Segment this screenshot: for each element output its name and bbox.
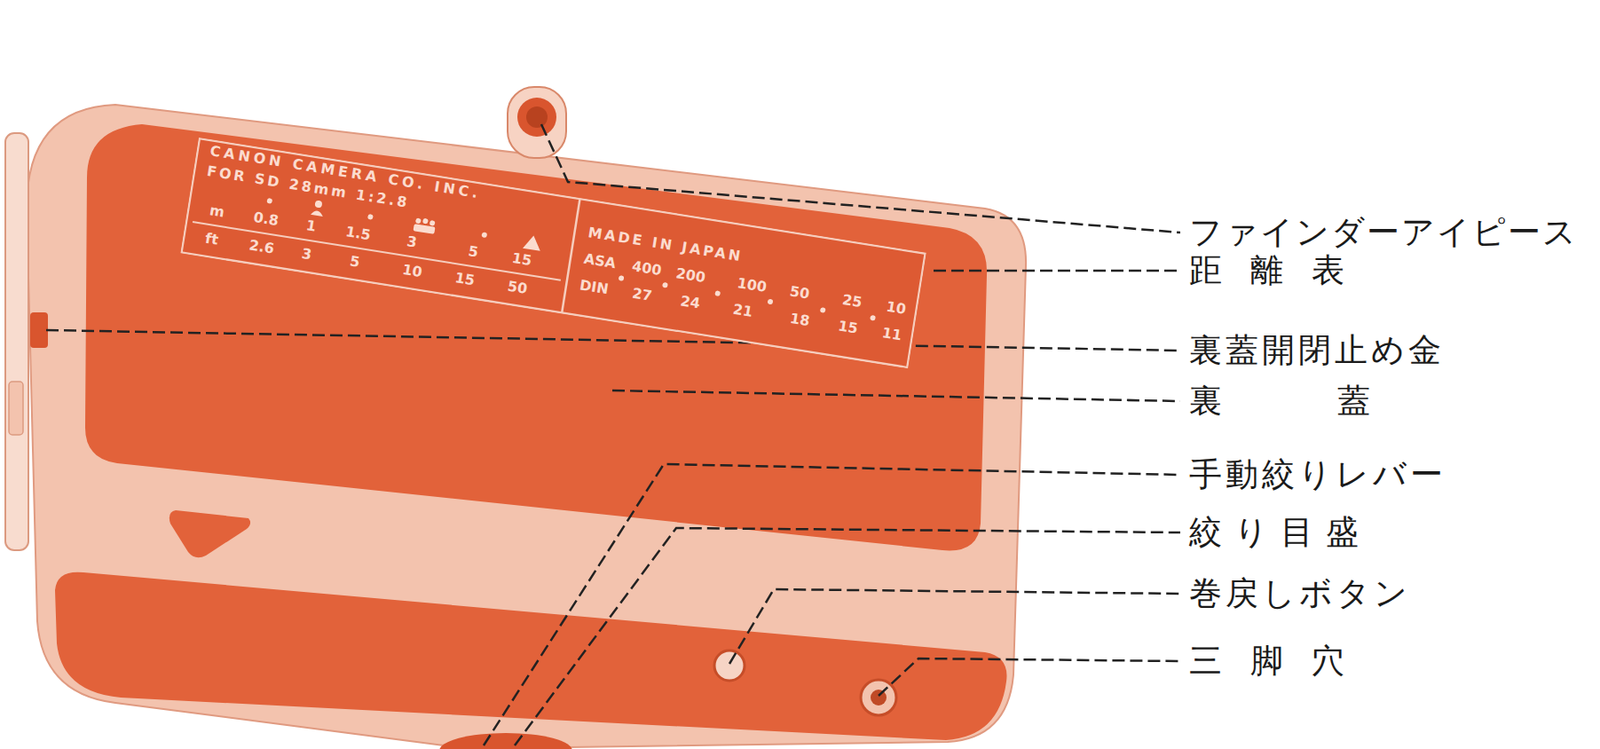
scale-number: 10 <box>884 299 907 318</box>
back-latch <box>30 312 48 348</box>
plate-divider <box>561 198 580 313</box>
scale-number: 10 <box>401 261 424 281</box>
side-detail <box>8 381 24 435</box>
leader-line <box>612 390 1181 402</box>
scale-number: 24 <box>678 292 702 312</box>
bottom-plate <box>55 572 1008 741</box>
scale-number: 15 <box>511 250 534 269</box>
scale-number: 18 <box>788 310 812 330</box>
side-strip <box>5 133 29 551</box>
scale-number: 50 <box>788 283 812 302</box>
leader-line <box>46 330 1181 351</box>
leader-line <box>878 658 1181 696</box>
part-label: 絞り目盛 <box>1189 512 1372 552</box>
aperture-dial <box>439 733 573 749</box>
part-label: 巻戻しボタン <box>1189 574 1411 614</box>
scale-number: ft <box>204 230 220 249</box>
part-label: ファインダーアイピース <box>1189 212 1578 253</box>
scale-number: 15 <box>836 317 860 337</box>
scale-number: 27 <box>630 285 654 305</box>
scale-number: 21 <box>732 301 755 321</box>
strap-lug <box>169 510 251 558</box>
scale-number: 50 <box>506 278 529 298</box>
tripod-socket <box>860 679 897 716</box>
part-label: 裏蓋 <box>1189 381 1486 421</box>
leader-line <box>933 269 1181 273</box>
scale-number: 11 <box>881 324 904 344</box>
eyepiece-housing <box>507 86 567 158</box>
eyepiece-window <box>517 97 557 137</box>
part-label: 三脚穴 <box>1189 641 1373 681</box>
eyepiece-glass <box>526 106 548 128</box>
scale-separator <box>192 221 561 281</box>
leader-line <box>514 528 1181 746</box>
leader-line <box>483 464 1181 746</box>
part-label: 手動絞りレバー <box>1189 455 1447 495</box>
part-label: 裏蓋開閉止め金 <box>1189 331 1445 371</box>
speed-dots <box>618 275 876 322</box>
leader-line <box>729 589 1181 664</box>
rewind-button <box>714 650 745 681</box>
back-cover-leatherette <box>85 124 987 551</box>
camera-body <box>26 104 1026 748</box>
scale-number: 25 <box>841 291 864 311</box>
plate-body <box>181 138 925 368</box>
part-label: 距離表 <box>1189 251 1373 291</box>
scale-number: m <box>208 202 226 221</box>
scale-number: 15 <box>453 269 476 289</box>
